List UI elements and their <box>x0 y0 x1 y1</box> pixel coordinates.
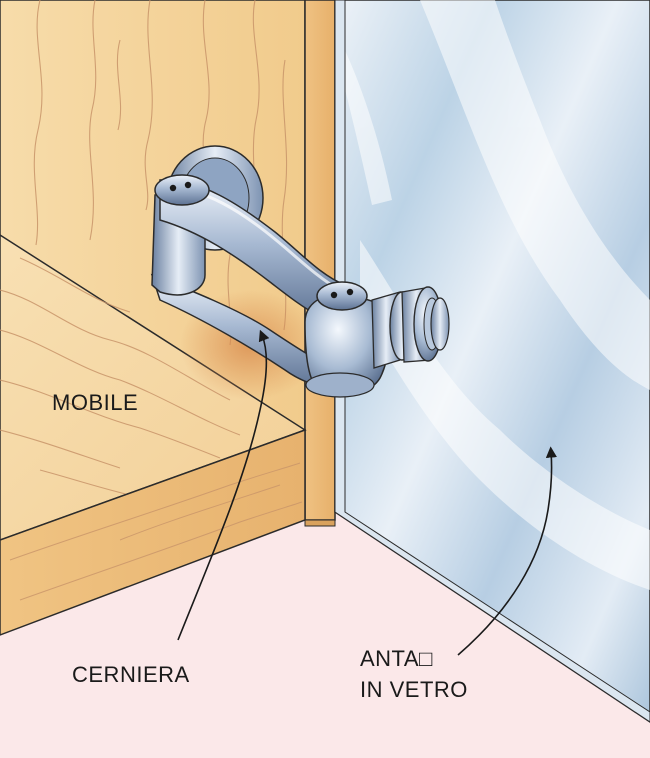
cabinet-side-panel <box>304 0 336 521</box>
wood-grain-shelf <box>0 257 241 496</box>
mobile-label: MOBILE <box>52 390 138 415</box>
glass-reflections <box>340 0 650 590</box>
hinge-pin-cap-right <box>316 281 368 311</box>
hinge-label: CERNIERA <box>72 662 190 687</box>
shelf-front-edge <box>0 428 306 636</box>
hinge-pin-cap-left <box>154 174 210 206</box>
hinge-ball-joint <box>304 293 389 398</box>
hinge-leader-line <box>177 329 270 641</box>
cabinet-side-bottom <box>304 519 336 527</box>
glass-edge <box>334 0 650 723</box>
door-leader-line <box>457 446 558 656</box>
hinge-glass-clamp <box>371 286 450 369</box>
door-label-line1: ANTA□ <box>360 646 433 671</box>
door-label-line2: IN VETRO <box>360 677 468 702</box>
wood-grain-shelf-edge <box>9 462 303 601</box>
